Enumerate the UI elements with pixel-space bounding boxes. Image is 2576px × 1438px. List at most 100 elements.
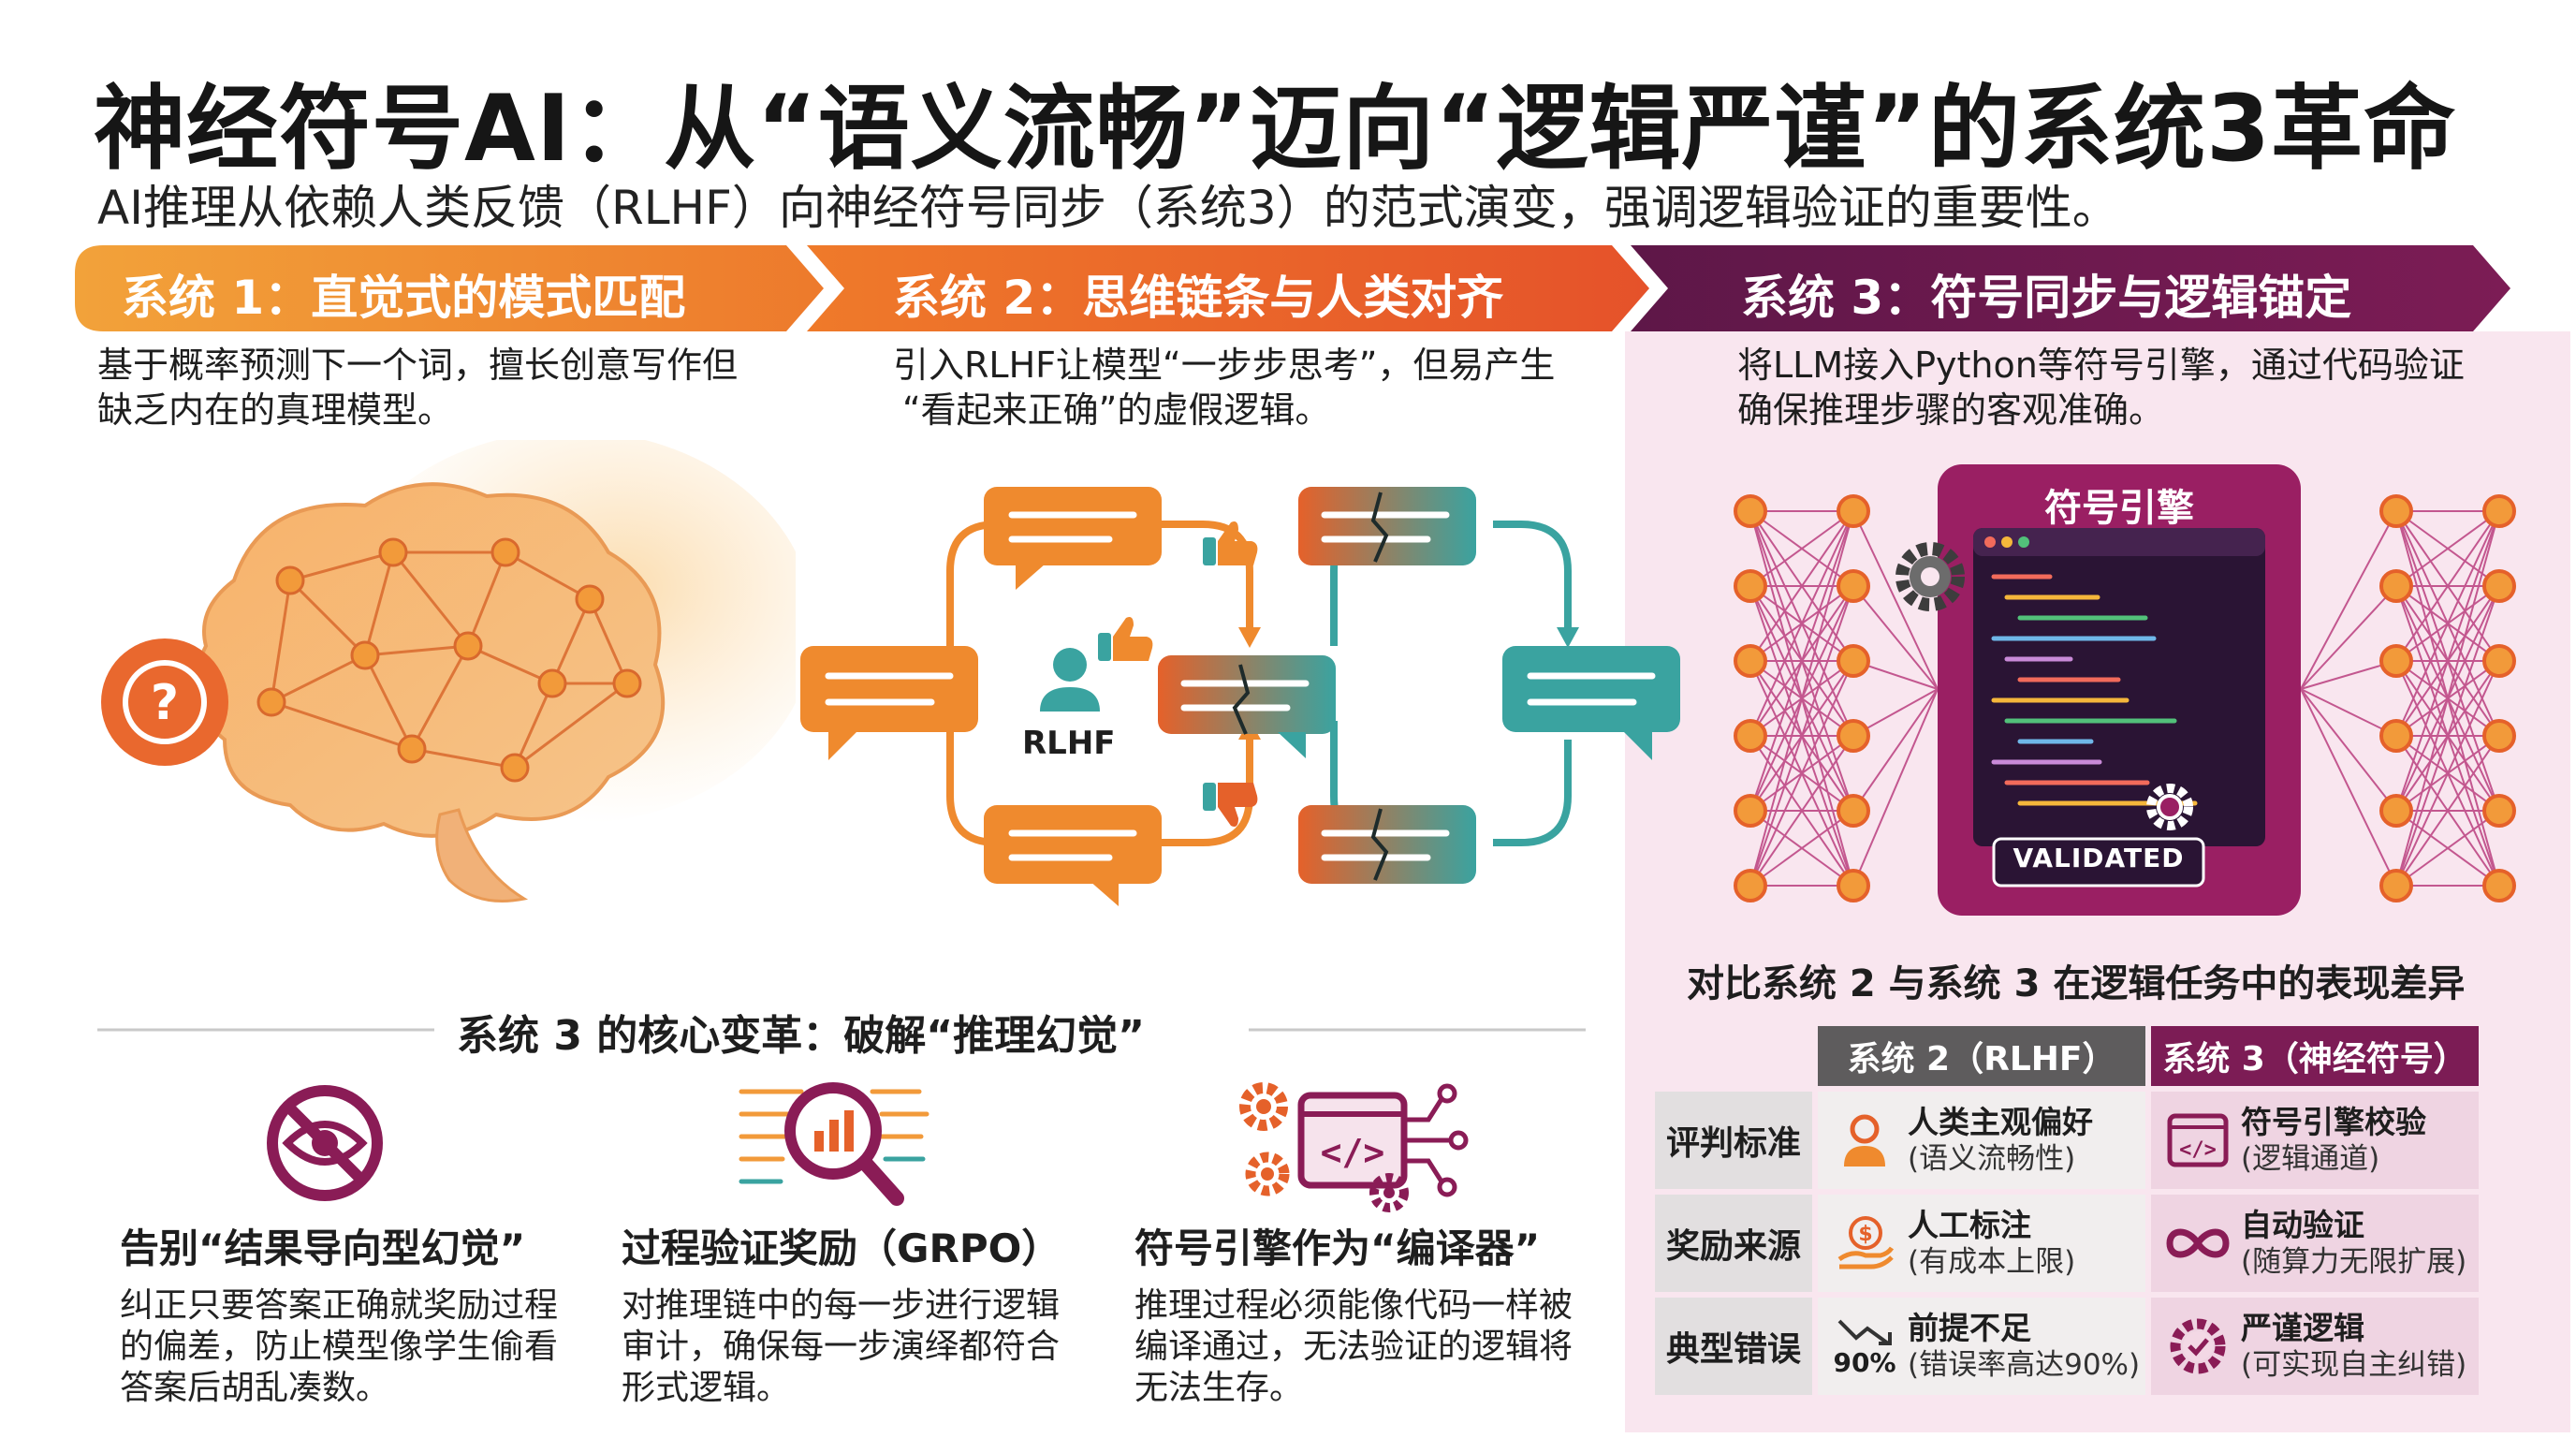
svg-text:$: $: [1858, 1223, 1872, 1246]
core-heading: 系统 3 的核心变革：破解“推理幻觉”: [457, 1012, 1146, 1060]
comparison-heading: 对比系统 2 与系统 3 在逻辑任务中的表现差异: [1687, 962, 2466, 1005]
system3-desc-line: 将LLM接入Python等符号引擎，通过代码验证: [1737, 345, 2465, 386]
table-row: 典型错误 90% 前提不足(错误率高达90%) 严谨逻辑(可实现自主纠错): [1655, 1298, 2479, 1395]
neuron-node: [1734, 794, 1767, 828]
criterion-cell: 评判标准: [1655, 1092, 1812, 1189]
feature-desc-line: 无法生存。: [1134, 1369, 1304, 1407]
neuron-node: [1837, 794, 1870, 828]
system1-desc-line: 缺乏内在的真理模型。: [97, 389, 454, 431]
neuron-node: [1734, 869, 1767, 902]
cell-sub: (有成本上限): [1908, 1245, 2076, 1279]
system3-cell: </> 符号引擎校验(逻辑通道): [2151, 1092, 2479, 1189]
table-row: 评判标准 人类主观偏好(语义流畅性) </> 符号引擎校验(逻辑通道): [1655, 1092, 2479, 1189]
error-rate-metric: 90%: [1833, 1346, 1896, 1378]
system2-cell: 90% 前提不足(错误率高达90%): [1818, 1298, 2145, 1395]
feature-desc-line: 审计，确保每一步演绎都符合: [622, 1328, 1061, 1366]
brain-network-icon: ?: [101, 440, 796, 902]
system1-desc-line: 基于概率预测下一个词，擅长创意写作但: [97, 345, 739, 386]
cell-main: 前提不足: [1908, 1310, 2031, 1346]
neuron-node: [2379, 494, 2413, 528]
system3-desc-line: 确保推理步骤的客观准确。: [1737, 389, 2165, 431]
neuron-node: [2379, 644, 2413, 678]
system1-banner-label: 系统 1：直觉式的模式匹配: [122, 271, 686, 325]
cell-sub: (逻辑通道): [2241, 1142, 2380, 1176]
validated-badge: VALIDATED: [2012, 843, 2185, 873]
system2-cell: $ 人工标注(有成本上限): [1818, 1195, 2145, 1292]
neuron-node: [1837, 494, 1870, 528]
system2-banner-label: 系统 2：思维链条与人类对齐: [893, 271, 1504, 325]
gear-check-icon: [2164, 1313, 2232, 1380]
neuron-node: [2379, 719, 2413, 753]
symbolic-engine-icon: [1734, 464, 2516, 916]
feature-desc-line: 形式逻辑。: [622, 1369, 791, 1407]
cell-main: 自动验证: [2241, 1207, 2364, 1243]
feature-title: 过程验证奖励（GRPO）: [622, 1225, 1061, 1271]
thumbs-down-icon: [1203, 783, 1258, 827]
criterion-cell: 奖励来源: [1655, 1195, 1812, 1292]
system2-desc-line: 引入RLHF让模型“一步步思考”，但易产生: [893, 345, 1556, 386]
cell-sub: (语义流畅性): [1908, 1142, 2076, 1176]
cell-sub: (可实现自主纠错): [2241, 1348, 2467, 1382]
neuron-node: [1837, 569, 1870, 603]
page-subtitle: AI推理从依赖人类反馈（RLHF）向神经符号同步（系统3）的范式演变，强调逻辑验…: [97, 181, 2119, 235]
page-title: 神经符号AI：从“语义流畅”迈向“逻辑严谨”的系统3革命: [94, 76, 2457, 183]
neuron-node: [1837, 644, 1870, 678]
neuron-node: [2482, 569, 2516, 603]
question-bubble-icon: ?: [101, 638, 228, 766]
infinity-icon: [2164, 1210, 2232, 1277]
cell-main: 人类主观偏好: [1908, 1104, 2093, 1140]
gear-icon: [1239, 1082, 1290, 1196]
neuron-node: [2482, 794, 2516, 828]
col-header-system2: 系统 2（RLHF）: [1818, 1026, 2145, 1086]
thumbs-up-icon: [1098, 617, 1153, 661]
gear-icon: [1895, 542, 1965, 611]
process-audit-icon: [739, 1082, 929, 1206]
system2-desc: 引入RLHF让模型“一步步思考”，但易产生 “看起来正确”的虚假逻辑。: [893, 343, 1555, 433]
neuron-node: [1837, 719, 1870, 753]
neuron-node: [2482, 869, 2516, 902]
svg-text:</>: </>: [2179, 1138, 2217, 1162]
feature-3: 符号引擎作为“编译器” 推理过程必须能像代码一样被 编译通过，无法验证的逻辑将 …: [1134, 1217, 1573, 1409]
system3-cell: 自动验证(随算力无限扩展): [2151, 1195, 2479, 1292]
table-row: 奖励来源 $ 人工标注(有成本上限) 自动验证(随算力无限扩展): [1655, 1195, 2479, 1292]
table-corner: [1655, 1026, 1812, 1086]
feature-1: 告别“结果导向型幻觉” 纠正只要答案正确就奖励过程 的偏差，防止模型像学生偷看 …: [120, 1217, 558, 1409]
feature-desc-line: 编译通过，无法验证的逻辑将: [1134, 1328, 1573, 1366]
neuron-node: [1734, 494, 1767, 528]
neuron-node: [1734, 719, 1767, 753]
system2-desc-line: “看起来正确”的虚假逻辑。: [902, 389, 1331, 431]
system3-desc: 将LLM接入Python等符号引擎，通过代码验证 确保推理步骤的客观准确。: [1737, 343, 2465, 433]
feature-desc: 对推理链中的每一步进行逻辑 审计，确保每一步演绎都符合 形式逻辑。: [622, 1285, 1061, 1409]
cell-main: 严谨逻辑: [2241, 1310, 2364, 1346]
feature-title: 告别“结果导向型幻觉”: [120, 1225, 526, 1271]
feature-desc: 纠正只要答案正确就奖励过程 的偏差，防止模型像学生偷看 答案后胡乱凑数。: [120, 1285, 558, 1409]
system3-banner: 系统 3：符号同步与逻辑锚定: [1631, 245, 2510, 331]
system2-cell: 人类主观偏好(语义流畅性): [1818, 1092, 2145, 1189]
feature-desc: 推理过程必须能像代码一样被 编译通过，无法验证的逻辑将 无法生存。: [1134, 1285, 1573, 1409]
criterion-cell: 典型错误: [1655, 1298, 1812, 1395]
system3-cell: 严谨逻辑(可实现自主纠错): [2151, 1298, 2479, 1395]
engine-title: 符号引擎: [2044, 487, 2194, 530]
neuron-node: [2379, 869, 2413, 902]
neuron-node: [2379, 794, 2413, 828]
neuron-node: [2482, 644, 2516, 678]
neuron-node: [2482, 494, 2516, 528]
neuron-node: [2482, 719, 2516, 753]
neuron-node: [1837, 869, 1870, 902]
svg-text:</>: </>: [1321, 1132, 1385, 1173]
code-compiler-icon: </>: [1239, 1082, 1469, 1212]
money-hand-icon: $: [1831, 1210, 1898, 1277]
code-window-icon: </>: [2164, 1107, 2232, 1174]
system1-banner: 系统 1：直觉式的模式匹配: [75, 245, 824, 331]
feature-2: 过程验证奖励（GRPO） 对推理链中的每一步进行逻辑 审计，确保每一步演绎都符合…: [622, 1217, 1061, 1409]
system1-desc: 基于概率预测下一个词，擅长创意写作但 缺乏内在的真理模型。: [97, 343, 738, 433]
trend-down-icon: 90%: [1831, 1313, 1898, 1380]
cell-main: 符号引擎校验: [2241, 1104, 2426, 1140]
person-icon: [1831, 1107, 1898, 1174]
svg-text:?: ?: [151, 675, 179, 731]
gear-icon: [1369, 1173, 1409, 1212]
rlhf-label: RLHF: [1022, 725, 1116, 762]
cell-sub: (错误率高达90%): [1908, 1348, 2141, 1382]
neuron-node: [1734, 569, 1767, 603]
system3-banner-label: 系统 3：符号同步与逻辑锚定: [1741, 271, 2352, 325]
